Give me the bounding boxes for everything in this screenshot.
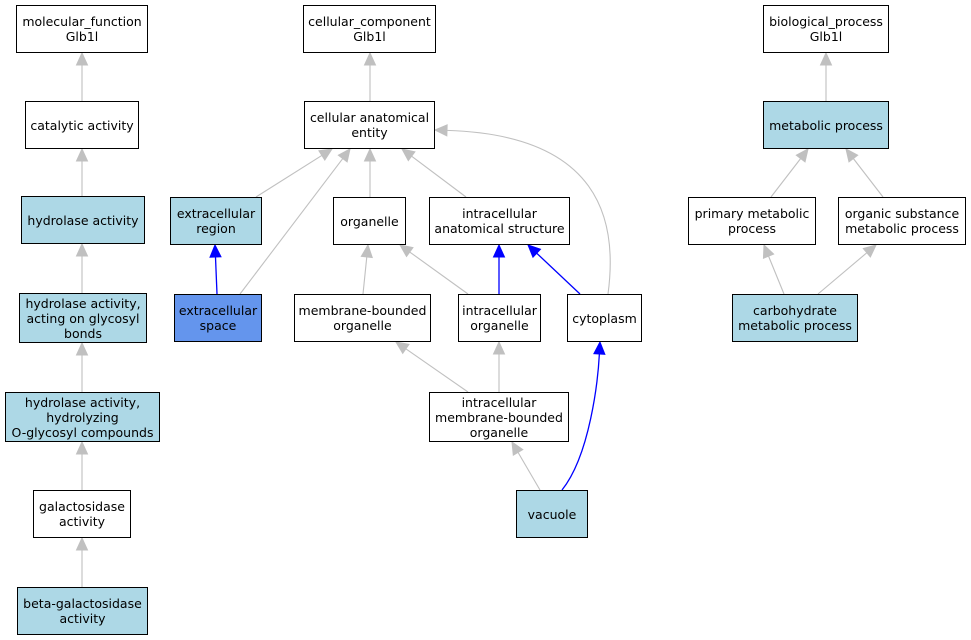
node-galactosidase-activity[interactable]: galactosidase activity (33, 490, 131, 538)
node-label: catalytic activity (30, 117, 134, 133)
arrowhead-vacuole-to-cytoplasm (593, 340, 606, 355)
node-metabolic-process[interactable]: metabolic process (763, 101, 889, 149)
node-label: organic substance metabolic process (844, 206, 960, 236)
node-label: intracellular anatomical structure (434, 206, 565, 236)
edge-primary-to-metabolic (770, 158, 802, 198)
node-cellular-component-root[interactable]: cellular_component Glb1l (303, 5, 436, 53)
node-label: extracellular space (178, 303, 258, 333)
node-label: biological_process Glb1l (769, 14, 883, 44)
arrowhead-primary-to-metabolic (795, 148, 809, 163)
node-label: cellular anatomical entity (309, 110, 430, 140)
node-primary-metabolic-process[interactable]: primary metabolic process (688, 197, 816, 245)
node-hydrolase-glycosyl-bonds[interactable]: hydrolase activity, acting on glycosyl b… (19, 293, 147, 343)
arrowhead-metabolic-to-bp_root (819, 51, 833, 66)
arrowhead-catalytic-to-mf_root (75, 51, 89, 66)
arrowhead-mbo-to-organelle (360, 243, 373, 259)
node-label: membrane-bounded organelle (298, 303, 427, 333)
node-label: intracellular organelle (462, 303, 537, 333)
arrowhead-galactosid-to-hyd_oglyc (75, 440, 89, 455)
edge-ext_region-to-cae (255, 154, 323, 198)
arrowhead-carb-to-primary (762, 243, 775, 259)
edge-organic-to-metabolic (852, 158, 884, 198)
node-label: cytoplasm (572, 310, 637, 326)
node-intracellular-organelle[interactable]: intracellular organelle (458, 294, 541, 342)
edge-carb-to-organic (817, 252, 868, 295)
arrowhead-organelle-to-cae (363, 147, 377, 162)
node-cytoplasm[interactable]: cytoplasm (567, 294, 642, 342)
arrowhead-icorg-to-organelle (399, 244, 414, 258)
node-label: metabolic process (769, 117, 883, 133)
node-catalytic-activity[interactable]: catalytic activity (25, 101, 139, 149)
node-label: hydrolase activity (27, 212, 139, 228)
node-intracellular-membrane-bounded-organelle[interactable]: intracellular membrane-bounded organelle (429, 392, 569, 442)
arrowhead-cae-to-cc_root (363, 51, 377, 66)
edge-vacuole-to-cytoplasm (561, 353, 601, 491)
node-label: molecular_function Glb1l (22, 14, 142, 44)
node-vacuole[interactable]: vacuole (516, 490, 588, 538)
node-organelle[interactable]: organelle (333, 197, 406, 245)
node-intracellular-anatomical-structure[interactable]: intracellular anatomical structure (429, 197, 570, 245)
arrowhead-ext_region-to-cae (318, 148, 334, 161)
node-label: hydrolase activity, hydrolyzing O-glycos… (11, 394, 154, 440)
node-organic-substance-metabolic-process[interactable]: organic substance metabolic process (838, 197, 966, 245)
arrowhead-imbo-to-icorg (492, 340, 506, 355)
node-hydrolase-o-glycosyl[interactable]: hydrolase activity, hydrolyzing O-glycos… (5, 392, 160, 442)
arrowhead-beta_gal-to-galactosid (75, 536, 89, 551)
node-beta-galactosidase-activity[interactable]: beta-galactosidase activity (17, 587, 148, 635)
node-carbohydrate-metabolic-process[interactable]: carbohydrate metabolic process (732, 294, 858, 342)
edge-cytoplasm-to-cae (446, 129, 611, 295)
arrowhead-imbo-to-mbo (395, 341, 410, 355)
node-label: galactosidase activity (39, 499, 125, 529)
edge-ext_space-to-ext_region (214, 256, 218, 295)
edge-cytoplasm-to-ias (536, 252, 581, 295)
arrowhead-ext_space-to-ext_region (209, 243, 222, 258)
node-label: organelle (340, 213, 399, 229)
edge-vacuole-to-imbo (517, 452, 541, 491)
node-cellular-anatomical-entity[interactable]: cellular anatomical entity (304, 101, 435, 149)
edge-imbo-to-mbo (405, 348, 469, 393)
node-label: extracellular region (176, 206, 256, 236)
node-hydrolase-activity[interactable]: hydrolase activity (21, 196, 145, 244)
arrowhead-cytoplasm-to-ias (527, 244, 542, 259)
edge-mbo-to-organelle (362, 256, 368, 295)
node-label: vacuole (527, 506, 577, 522)
arrowhead-ias-to-cae (401, 148, 416, 162)
arrowhead-carb-to-organic (862, 244, 877, 258)
arrowhead-hyd_glyc-to-hydrolase (75, 242, 89, 257)
arrowhead-ext_space-to-cae (337, 148, 351, 163)
edge-ext_space-to-cae (239, 158, 344, 295)
arrowhead-organic-to-metabolic (845, 148, 859, 163)
node-label: primary metabolic process (694, 206, 810, 236)
node-extracellular-space[interactable]: extracellular space (174, 294, 262, 342)
node-label: carbohydrate metabolic process (738, 303, 852, 333)
node-label: intracellular membrane-bounded organelle (435, 394, 563, 440)
edge-ias-to-cae (411, 155, 467, 198)
edge-icorg-to-organelle (409, 251, 469, 295)
node-membrane-bounded-organelle[interactable]: membrane-bounded organelle (294, 294, 431, 342)
node-molecular-function-root[interactable]: molecular_function Glb1l (16, 5, 148, 53)
node-label: beta-galactosidase activity (23, 596, 142, 626)
edge-carb-to-primary (768, 255, 785, 295)
node-label: cellular_component Glb1l (308, 14, 431, 44)
arrowhead-vacuole-to-imbo (511, 440, 524, 456)
node-extracellular-region[interactable]: extracellular region (170, 197, 262, 245)
arrowhead-hyd_oglyc-to-hyd_glyc (75, 341, 89, 356)
node-biological-process-root[interactable]: biological_process Glb1l (763, 5, 889, 53)
node-label: hydrolase activity, acting on glycosyl b… (25, 295, 141, 341)
arrowhead-hydrolase-to-catalytic (75, 147, 89, 162)
arrowhead-cytoplasm-to-cae (433, 124, 448, 137)
arrowhead-icorg-to-ias (492, 243, 506, 258)
